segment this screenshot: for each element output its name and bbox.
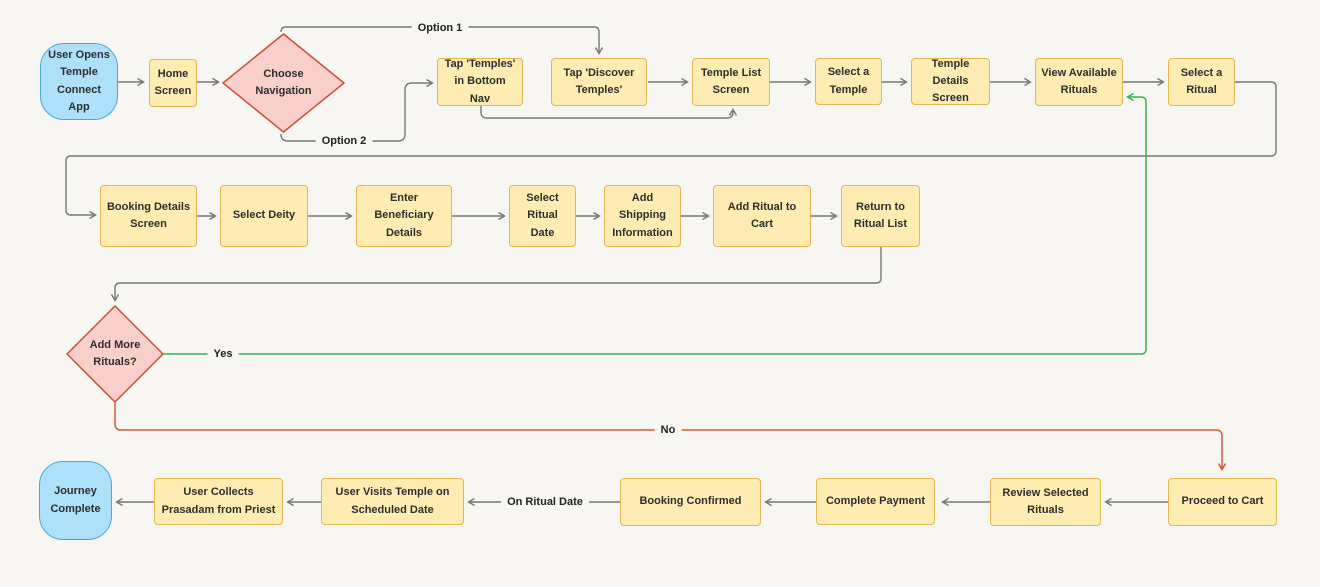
node-label: Review Selected Rituals [1002,486,1089,516]
node-label: Return to Ritual List [853,200,908,230]
edge-label-yes: Yes [207,347,239,361]
node-user-collects: User Collects Prasadam from Priest [154,478,283,525]
node-label: Enter Beneficiary Details [374,192,434,239]
node-label: Journey Complete [50,485,101,515]
node-label: Temple Details Screen [931,57,970,105]
edge-label-option1: Option 1 [411,21,469,35]
edge-yes-loop [163,92,1147,355]
node-select-deity: Select Deity [220,185,308,247]
edge-label-on-ritual-date: On Ritual Date [501,495,589,509]
node-label: Select a Temple [827,66,870,96]
edge-taptemples-templelist [480,106,738,119]
edge-label-option2: Option 2 [315,134,373,148]
node-label: Booking Details Screen [106,200,191,230]
node-label: User Opens Temple Connect App [48,49,110,113]
node-temple-details: Temple Details Screen [911,58,990,105]
edge-returnlist-addmore [110,247,882,302]
node-label: Select Deity [232,209,296,222]
node-label: User Collects Prasadam from Priest [161,486,276,516]
edge-option2 [280,78,434,142]
node-select-ritual-date: Select Ritual Date [509,185,576,247]
node-journey-complete: Journey Complete [39,461,112,540]
node-label: Add More Rituals? [89,338,141,368]
node-label: Choose Navigation [255,67,312,97]
node-enter-beneficiary: Enter Beneficiary Details [356,185,452,247]
node-label: Tap 'Temples' in Bottom Nav [444,58,516,105]
node-tap-discover: Tap 'Discover Temples' [551,58,647,106]
edge-label-no: No [654,423,682,437]
node-label: Select Ritual Date [526,192,559,239]
edge-option1 [280,26,604,55]
node-user-visits: User Visits Temple on Scheduled Date [321,478,464,525]
node-label: Add Shipping Information [612,192,673,239]
node-label: Temple List Screen [700,66,762,96]
node-review-selected: Review Selected Rituals [990,478,1101,526]
node-tap-temples: Tap 'Temples' in Bottom Nav [437,58,523,106]
node-label: Select a Ritual [1180,66,1223,96]
edge-selectritual-bookingdetails [65,81,1277,220]
node-booking-details: Booking Details Screen [100,185,197,247]
node-label: View Available Rituals [1041,66,1117,96]
node-booking-confirmed: Booking Confirmed [620,478,761,526]
node-proceed-cart: Proceed to Cart [1168,478,1277,526]
node-add-shipping: Add Shipping Information [604,185,681,247]
node-label: Booking Confirmed [639,495,742,508]
node-select-temple: Select a Temple [815,58,882,105]
node-view-rituals: View Available Rituals [1035,58,1123,106]
node-label: Complete Payment [825,494,926,507]
diamond-shape [66,305,164,403]
node-label: Add Ritual to Cart [727,200,797,230]
node-label: Tap 'Discover Temples' [563,66,635,96]
decision-choose-navigation: Choose Navigation [222,33,345,133]
node-select-ritual: Select a Ritual [1168,58,1235,106]
node-home-screen: Home Screen [149,59,197,107]
node-complete-payment: Complete Payment [816,478,935,525]
node-label: Home Screen [154,67,192,97]
node-temple-list: Temple List Screen [692,58,770,106]
node-label: User Visits Temple on Scheduled Date [335,486,450,516]
node-add-ritual-cart: Add Ritual to Cart [713,185,811,247]
node-user-opens-app: User Opens Temple Connect App [40,43,118,120]
decision-add-more-rituals: Add More Rituals? [66,305,164,403]
node-return-ritual-list: Return to Ritual List [841,185,920,247]
node-label: Proceed to Cart [1181,495,1264,508]
diamond-shape [222,33,345,133]
